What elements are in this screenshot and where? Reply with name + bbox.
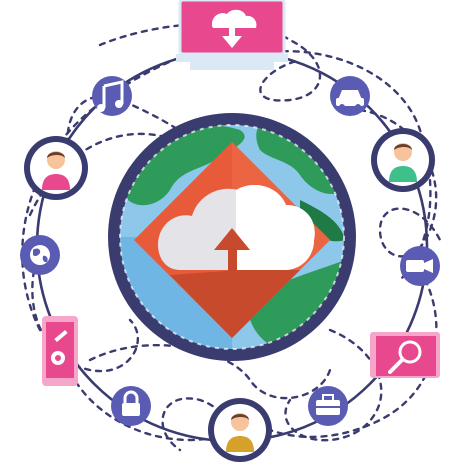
node-briefcase: [308, 386, 348, 426]
node-music: [92, 76, 132, 116]
globe: [108, 113, 356, 361]
continent: [248, 260, 344, 345]
orbit-loop: [31, 248, 140, 373]
padlock-icon: [122, 390, 140, 416]
node-user-left: [24, 136, 88, 200]
cloud-upload-icon: [134, 142, 330, 338]
node-search: [370, 332, 440, 378]
briefcase-icon: [316, 394, 340, 415]
orbit-loop: [248, 50, 432, 282]
orbit-loop: [284, 328, 383, 442]
music-note-icon: [102, 80, 124, 108]
car-icon: [336, 90, 364, 110]
orbit-loop: [88, 343, 332, 400]
node-lock: [111, 386, 151, 426]
cloud-download-monitor-icon: [176, 0, 288, 70]
node-globe: [20, 235, 60, 275]
node-camera: [400, 246, 440, 286]
magnifier-icon: [388, 340, 422, 374]
node-settings-phone: [42, 316, 78, 386]
node-car: [330, 76, 370, 116]
user-avatar-icon: [389, 143, 417, 182]
orbit-loop: [248, 268, 438, 439]
user-avatar-icon: [42, 151, 70, 190]
video-camera-icon: [406, 259, 433, 273]
settings-phone-icon: [51, 329, 68, 365]
node-user-right: [371, 128, 435, 192]
node-user-bottom: [208, 398, 272, 462]
continent: [256, 125, 344, 194]
user-avatar-icon: [226, 413, 254, 452]
